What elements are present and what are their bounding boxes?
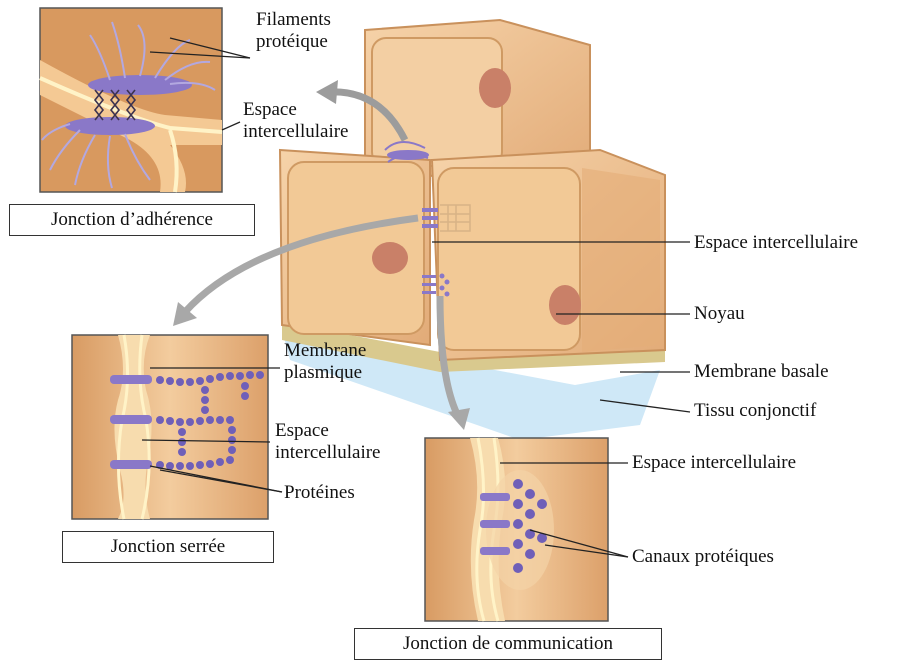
- gap-inset: [425, 438, 608, 621]
- caption-adherence: Jonction d’adhérence: [9, 204, 255, 236]
- tight-inset: [72, 335, 268, 519]
- right-nucleus: [549, 285, 581, 325]
- left-cell: [280, 150, 430, 345]
- adherence-inset: [40, 8, 222, 192]
- label-canaux: Canaux protéiques: [632, 546, 774, 568]
- right-cell: [432, 150, 665, 360]
- label-proteines: Protéines: [284, 482, 355, 504]
- label-tissu-conjonctif: Tissu conjonctif: [694, 400, 816, 422]
- label-espace-right: Espace intercellulaire: [694, 232, 858, 254]
- left-nucleus: [372, 242, 408, 274]
- top-nucleus: [479, 68, 511, 108]
- caption-communication: Jonction de communication: [354, 628, 662, 660]
- label-membrane-basale: Membrane basale: [694, 361, 829, 383]
- label-noyau: Noyau: [694, 303, 745, 325]
- caption-serree: Jonction serrée: [62, 531, 274, 563]
- label-espace-gap: Espace intercellulaire: [632, 452, 796, 474]
